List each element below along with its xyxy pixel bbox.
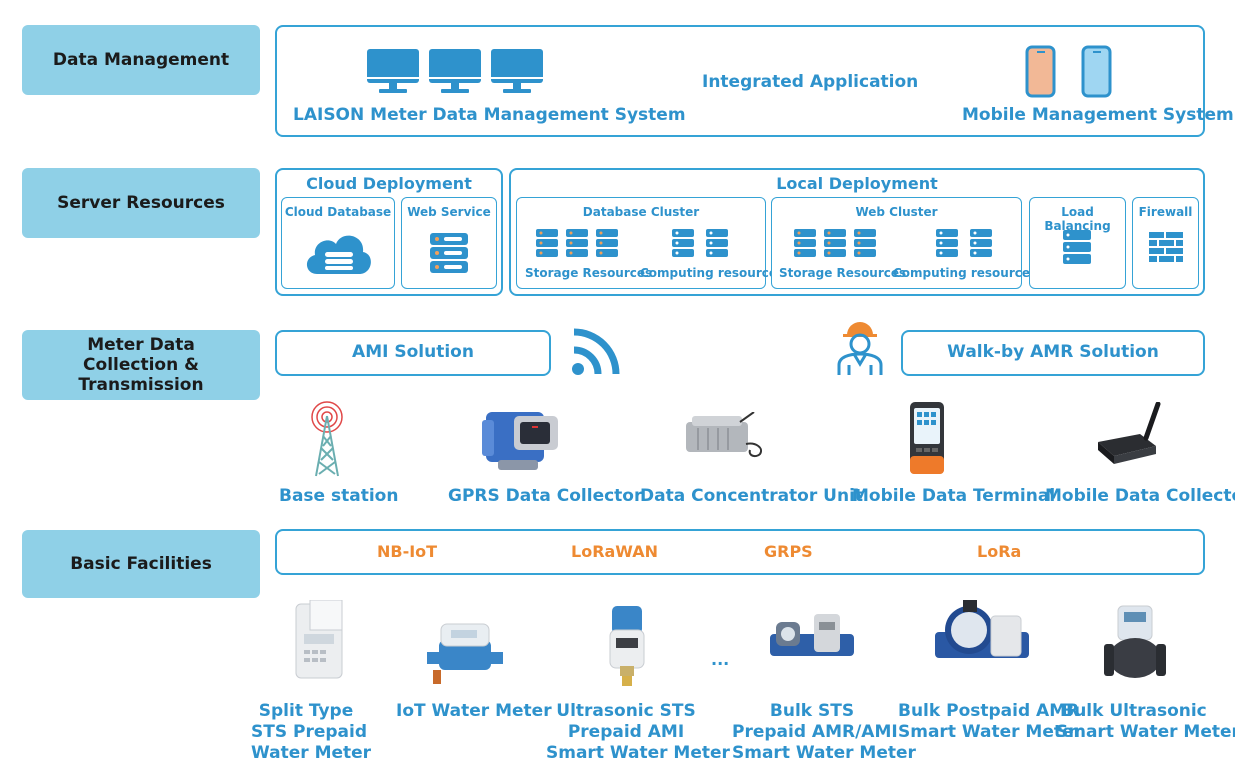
meter-label-split-type: Split Type STS Prepaid Water Meter bbox=[251, 701, 372, 764]
ami-solution-box bbox=[275, 330, 551, 376]
meter-label-line: Smart Water Meter bbox=[732, 743, 916, 763]
wireless-signal-icon bbox=[572, 328, 620, 375]
data-concentrator-image bbox=[686, 412, 762, 458]
worker-icon bbox=[837, 322, 883, 375]
web-cluster-label: Web Cluster bbox=[855, 205, 938, 219]
protocol-label: LoRaWAN bbox=[571, 542, 659, 561]
meter-label-line: Smart Water Meter bbox=[1056, 722, 1235, 742]
computing-resources-label: Computing resources bbox=[640, 266, 785, 280]
row-label-basic-facilities: Basic Facilities bbox=[22, 530, 260, 598]
row-label-text: Meter Data bbox=[87, 335, 195, 355]
cloud-deployment-title: Cloud Deployment bbox=[306, 174, 472, 193]
bulk-ultrasonic-meter-image bbox=[1104, 605, 1166, 678]
meter-label-line: Bulk Postpaid AMR bbox=[898, 701, 1080, 721]
ultrasonic-meter-image bbox=[609, 606, 645, 686]
meter-label-line: IoT Water Meter bbox=[396, 701, 552, 721]
computing-server-icon bbox=[936, 229, 992, 257]
ami-solution-label: AMI Solution bbox=[352, 342, 474, 362]
storage-server-icon bbox=[536, 229, 618, 257]
meter-label-line: Prepaid AMR/AMI bbox=[732, 722, 898, 742]
row-label-text: Server Resources bbox=[57, 193, 225, 213]
cloud-database-label: Cloud Database bbox=[284, 205, 392, 219]
mobile-collector-image bbox=[1098, 402, 1161, 464]
web-service-label: Web Service bbox=[407, 205, 491, 219]
computing-resources-label: Computing resources bbox=[893, 266, 1038, 280]
meter-label-line: Bulk Ultrasonic bbox=[1061, 701, 1207, 721]
meter-label-line: Water Meter bbox=[251, 743, 372, 763]
walkby-amr-box bbox=[901, 330, 1205, 376]
row-label-server-resources: Server Resources bbox=[22, 168, 260, 238]
cloud-database-icon bbox=[306, 235, 371, 274]
device-label: Mobile Data Collector bbox=[1045, 486, 1235, 506]
meter-label-bulk-ultrasonic: Bulk Ultrasonic Smart Water Meter bbox=[1056, 701, 1235, 743]
device-label: GPRS Data Collector bbox=[448, 486, 643, 506]
gprs-collector-image bbox=[482, 412, 558, 470]
load-balancer-icon bbox=[1063, 230, 1091, 264]
firewall-label: Firewall bbox=[1138, 205, 1193, 219]
load-balancing-label: Load Balancing bbox=[1044, 205, 1111, 233]
meter-label-line: Bulk STS bbox=[769, 701, 855, 721]
bulk-postpaid-meter-image bbox=[935, 600, 1029, 658]
monitor-icons bbox=[367, 49, 543, 93]
mobile-terminal-image bbox=[910, 402, 944, 474]
meter-label-line: Smart Water Meter bbox=[546, 743, 730, 763]
base-station-tower-icon bbox=[311, 401, 343, 477]
mdms-label: LAISON Meter Data Management System bbox=[293, 105, 686, 125]
bulk-sts-meter-image bbox=[770, 614, 854, 656]
meter-label-bulk-sts: Bulk STS Prepaid AMR/AMI Smart Water Met… bbox=[732, 701, 916, 764]
storage-resources-label: Storage Resources bbox=[779, 266, 907, 280]
meter-label-line: Smart Water Meter bbox=[898, 722, 1082, 742]
meter-label-line: Ultrasonic STS bbox=[556, 701, 696, 721]
protocol-label: LoRa bbox=[977, 542, 1022, 561]
server-stack-icon bbox=[430, 233, 468, 273]
meter-label-iot: IoT Water Meter bbox=[396, 701, 552, 722]
storage-server-icon bbox=[794, 229, 876, 257]
walkby-amr-label: Walk-by AMR Solution bbox=[947, 342, 1159, 362]
database-cluster-label: Database Cluster bbox=[582, 205, 700, 219]
meter-label-line: Split Type bbox=[258, 701, 354, 721]
device-label: Data Concentrator Unit bbox=[640, 486, 864, 506]
ellipsis-text: ... bbox=[711, 650, 730, 669]
meter-label-bulk-postpaid: Bulk Postpaid AMR Smart Water Meter bbox=[898, 701, 1082, 743]
mobile-management-label: Mobile Management System bbox=[962, 105, 1234, 125]
split-type-meter-image bbox=[295, 600, 343, 679]
storage-resources-label: Storage Resources bbox=[525, 266, 653, 280]
row-label-text: Collection & Transmission bbox=[78, 355, 204, 395]
protocols-bar bbox=[275, 529, 1205, 575]
device-label: Mobile Data Terminal bbox=[852, 486, 1056, 506]
firewall-brick-icon bbox=[1149, 232, 1183, 262]
meter-label-line: Prepaid AMI bbox=[567, 722, 685, 742]
computing-server-icon bbox=[672, 229, 728, 257]
meter-label-ultrasonic-sts: Ultrasonic STS Prepaid AMI Smart Water M… bbox=[546, 701, 730, 764]
row-label-collection: Meter Data Collection & Transmission bbox=[22, 330, 260, 400]
iot-water-meter-image bbox=[427, 623, 503, 684]
device-label: Base station bbox=[279, 486, 399, 506]
row-label-data-management: Data Management bbox=[22, 25, 260, 95]
row-label-text: Basic Facilities bbox=[70, 554, 212, 574]
mobile-phone-icons bbox=[1025, 45, 1112, 98]
protocol-label: NB-IoT bbox=[377, 542, 438, 561]
row-label-text: Data Management bbox=[52, 50, 230, 70]
local-deployment-title: Local Deployment bbox=[776, 174, 938, 193]
protocol-label: GRPS bbox=[764, 542, 813, 561]
meter-label-line: STS Prepaid bbox=[251, 722, 368, 742]
integrated-application-label: Integrated Application bbox=[702, 72, 919, 92]
